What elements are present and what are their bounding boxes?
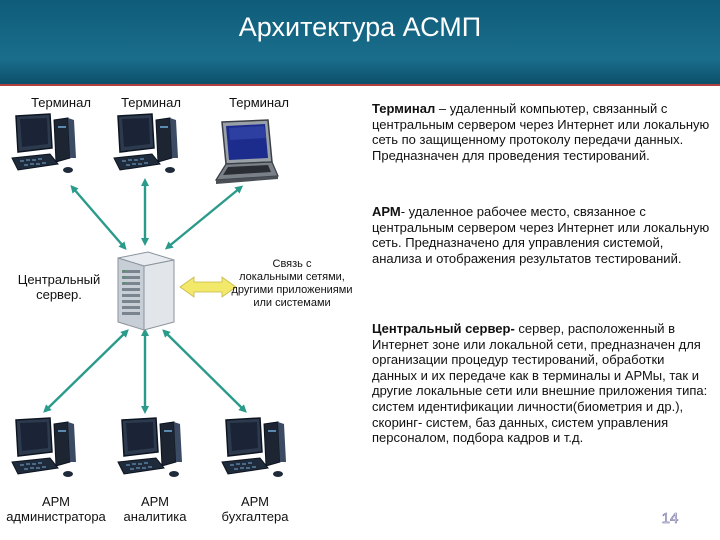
arm-label-1-line-1: АРМ (0, 494, 112, 509)
server-description: Центральный сервер- сервер, расположенны… (372, 321, 712, 446)
arrow-terminal-1 (73, 188, 124, 247)
server-label-line-2: сервер. (14, 287, 104, 302)
arm-label-3: АРМ бухгалтера (210, 494, 300, 524)
desktop-computer-icon (10, 112, 82, 176)
arm-label-1-line-2: администратора (0, 509, 112, 524)
desktop-computer-icon (10, 416, 82, 480)
server-icon (112, 250, 180, 332)
arrow-arm-1 (46, 332, 126, 410)
arrow-arm-3 (165, 332, 244, 410)
server-label: Центральный сервер. (14, 272, 104, 302)
arm-description: АРМ- удаленное рабочее место, связанное … (372, 204, 712, 266)
desktop-computer-icon (220, 416, 292, 480)
terminal-label-1: Терминал (26, 95, 96, 110)
link-label-line-3: другими приложениями (224, 284, 360, 297)
terminal-term: Терминал (372, 101, 435, 116)
server-label-line-1: Центральный (14, 272, 104, 287)
arm-label-2: АРМ аналитика (110, 494, 200, 524)
arm-label-3-line-1: АРМ (210, 494, 300, 509)
arm-label-2-line-2: аналитика (110, 509, 200, 524)
laptop-icon (208, 118, 280, 188)
desktop-computer-icon (112, 112, 184, 176)
arrow-terminal-3 (168, 188, 240, 247)
link-label-line-2: локальными сетями, (224, 271, 360, 284)
link-label: Связь с локальными сетями, другими прило… (224, 258, 360, 310)
arm-text: - удаленное рабочее место, связанное с ц… (372, 204, 709, 266)
desktop-computer-icon (116, 416, 188, 480)
link-label-line-4: или системами (224, 297, 360, 310)
arm-label-1: АРМ администратора (0, 494, 112, 524)
terminal-description: Терминал – удаленный компьютер, связанны… (372, 101, 712, 163)
server-term: Центральный сервер- (372, 321, 515, 336)
terminal-label-3: Терминал (224, 95, 294, 110)
page-number: 14 (640, 510, 700, 527)
arm-term: АРМ (372, 204, 401, 219)
arm-label-3-line-2: бухгалтера (210, 509, 300, 524)
arm-label-2-line-1: АРМ (110, 494, 200, 509)
link-label-line-1: Связь с (224, 258, 360, 271)
server-text: сервер, расположенный в Интернет зоне ил… (372, 321, 707, 445)
terminal-label-2: Терминал (116, 95, 186, 110)
